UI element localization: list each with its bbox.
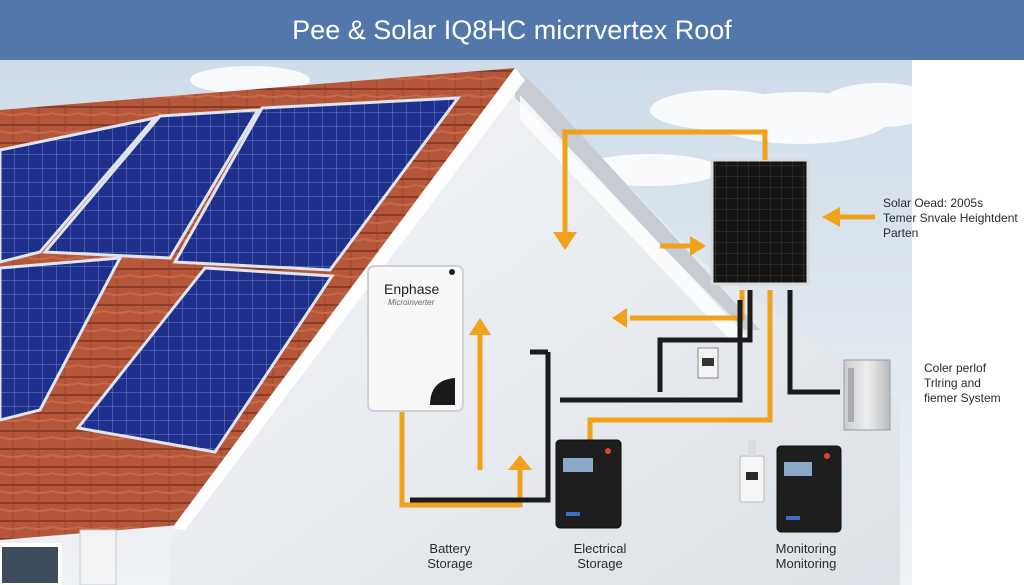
annotation-line: Parten: [883, 226, 919, 240]
roof-panel: [0, 115, 159, 264]
window: [0, 543, 62, 585]
enphase-brand-label: Enphase: [384, 281, 440, 297]
arrowheads: [469, 207, 840, 470]
annotation-line: Trlring and: [924, 376, 981, 390]
caption-line: Monitoring: [775, 541, 837, 556]
monitoring-caption: Monitoring Monitoring: [746, 541, 866, 571]
monitoring-unit: [776, 445, 842, 533]
enphase-cap: [430, 378, 455, 405]
electrical-storage-unit: [555, 439, 622, 529]
title-banner: [0, 0, 1024, 60]
roof-panel: [172, 96, 462, 272]
standalone-solar-panel: [710, 158, 810, 286]
side-panel: [912, 60, 1024, 585]
annotation-line: Coler perlof: [924, 361, 987, 375]
annotation-line: Solar Oead: 2005s: [883, 196, 984, 210]
annotation-line: Temer Snvale Heightdent: [883, 211, 1018, 225]
downpipe: [79, 529, 117, 585]
house-wall: [170, 68, 900, 585]
roof-edge-trim: [172, 68, 525, 530]
enphase-inverter: [367, 265, 464, 412]
roof-panel: [75, 266, 335, 454]
page-title: Pee & Solar IQ8HC micrrvertex Roof: [292, 15, 732, 45]
black-conduits: [410, 290, 840, 503]
illustration: [0, 60, 1024, 585]
solar-panel-annotation: Solar Oead: 2005s Temer Snvale Heightden…: [883, 196, 1018, 241]
caption-line: Monitoring: [775, 556, 837, 571]
roof-solar-array: [0, 96, 462, 454]
caption-line: Storage: [427, 556, 473, 571]
roof-panel: [41, 108, 261, 260]
battery-storage-caption: Battery Storage: [390, 541, 510, 571]
caption-line: Electrical: [573, 541, 627, 556]
annotation-line: fiemer System: [924, 391, 1001, 405]
enphase-subtitle: Microinverter: [388, 298, 435, 307]
caption-line: Battery: [429, 541, 471, 556]
caption-line: Storage: [577, 556, 623, 571]
roof-panel: [0, 256, 123, 422]
cooler-annotation: Coler perlof Trlring and fiemer System: [924, 361, 1001, 406]
electrical-storage-caption: Electrical Storage: [540, 541, 660, 571]
